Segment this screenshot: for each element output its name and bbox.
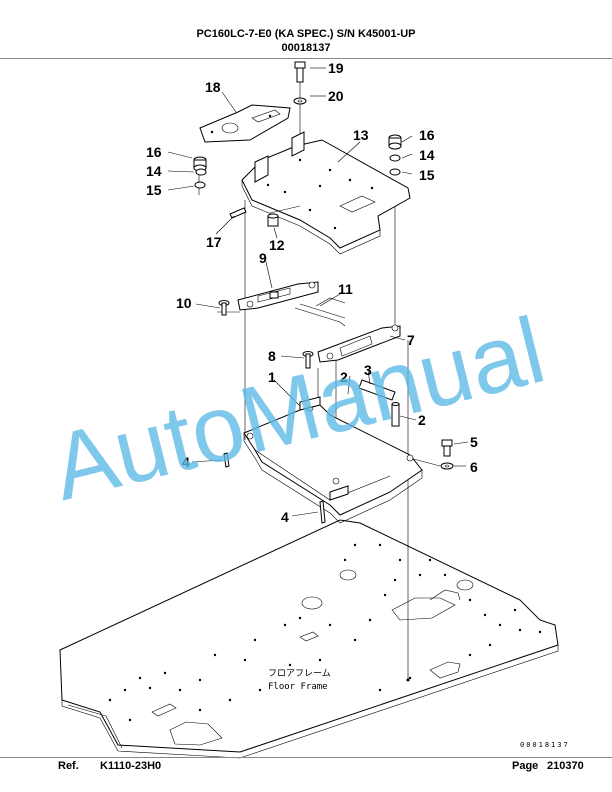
leader-lines: [167, 67, 469, 517]
callout-13: 13: [353, 127, 369, 143]
callout-16-left: 16: [146, 144, 162, 160]
document-code: 00018137: [281, 42, 331, 54]
callout-15-right: 15: [419, 167, 435, 183]
nut-14-left: [195, 168, 207, 176]
callout-16-right: 16: [419, 127, 435, 143]
callout-7: 7: [407, 332, 415, 348]
watermark-text: AutoManual: [42, 297, 554, 520]
plate-13: [241, 131, 411, 255]
floor-frame-label-jp: フロアフレーム: [268, 668, 331, 679]
callout-6: 6: [470, 459, 478, 475]
header-rule: [0, 58, 612, 59]
spring-11: [294, 297, 346, 327]
callout-4-upper: 4: [182, 454, 190, 470]
callout-14-right: 14: [419, 147, 435, 163]
collar-12: [267, 213, 279, 227]
spacer-2: [391, 402, 400, 427]
bolt-10: [218, 300, 230, 316]
callout-1: 1: [268, 369, 276, 385]
footer-ref-label: Ref.: [58, 760, 79, 772]
callout-3: 3: [364, 362, 372, 378]
rail-9: [237, 281, 319, 311]
callout-18: 18: [205, 79, 221, 95]
callout-4-lower: 4: [281, 509, 289, 525]
callout-11: 11: [338, 281, 353, 297]
callout-19: 19: [328, 60, 344, 76]
callout-5: 5: [470, 434, 478, 450]
page-title: PC160LC-7-E0 (KA SPEC.) S/N K45001-UP: [196, 28, 416, 40]
floor-frame: [59, 519, 559, 759]
callout-10: 10: [176, 295, 192, 311]
callout-9: 9: [259, 250, 267, 266]
footer-page-number: 210370: [547, 760, 584, 772]
nut-14-right: [389, 154, 401, 162]
bracket-1: [243, 396, 423, 524]
pin-4-upper: [223, 452, 230, 468]
callout-2-upper: 2: [340, 369, 348, 385]
callout-14-left: 14: [146, 163, 162, 179]
callout-20: 20: [328, 88, 344, 104]
rail-7: [317, 324, 401, 363]
callout-17: 17: [206, 234, 222, 250]
footer-rule: [0, 757, 612, 758]
footer-ref-code: K1110-23H0: [100, 760, 162, 772]
floor-frame-label-en: Floor Frame: [268, 682, 328, 692]
small-document-number: 00018137: [520, 741, 570, 749]
footer-page-label: Page: [512, 760, 539, 772]
pin-17: [229, 207, 247, 219]
bolt-19: [294, 61, 306, 83]
plate-18: [199, 104, 291, 143]
bolt-8: [302, 351, 314, 369]
callout-8: 8: [268, 348, 276, 364]
rubber-mount-16-right: [388, 134, 402, 150]
bolt-5: [441, 439, 453, 457]
spacer-3: [358, 379, 396, 401]
washer-15-left: [194, 181, 206, 189]
pin-4-lower: [319, 500, 326, 524]
washer-15-right: [389, 168, 401, 176]
callout-2-lower: 2: [418, 412, 426, 428]
callout-12: 12: [269, 237, 285, 253]
callout-15-left: 15: [146, 182, 162, 198]
